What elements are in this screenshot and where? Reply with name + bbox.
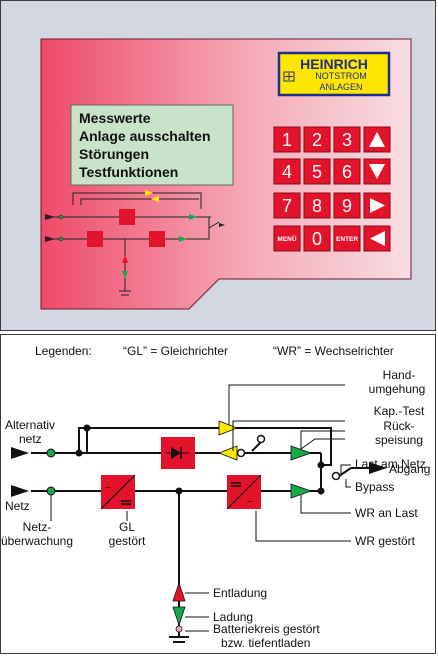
logo-line1: NOTSTROM — [315, 71, 367, 81]
abgang-arrow — [369, 462, 387, 474]
display-line-4: Testfunktionen — [79, 164, 178, 180]
switch-contact — [236, 448, 246, 458]
legend-gl: “GL” = Gleichrichter — [123, 344, 228, 358]
svg-text:4: 4 — [282, 162, 292, 182]
svg-text:3: 3 — [342, 130, 352, 150]
svg-text:ENTER: ENTER — [336, 236, 358, 243]
key-6[interactable]: 6 — [333, 158, 361, 185]
battery-sensor-dot — [175, 625, 183, 633]
display-line-3: Störungen — [79, 146, 149, 162]
mini-schematic — [45, 190, 225, 296]
netz-sensor-dot — [46, 486, 56, 496]
node — [317, 487, 325, 495]
legend-prefix: Legenden: — [35, 344, 92, 358]
wiring — [31, 427, 371, 637]
label-wr-gestoert: WR gestört — [355, 534, 416, 548]
label-hand-1: Hand- — [383, 368, 416, 382]
arrow-up-icon — [369, 132, 385, 147]
svg-text:0: 0 — [312, 229, 322, 249]
key-9[interactable]: 9 — [333, 192, 361, 219]
key-1[interactable]: 1 — [273, 126, 301, 153]
key-arrow-left[interactable] — [363, 225, 391, 252]
key-menu[interactable]: MENÜ — [273, 225, 301, 252]
gl-ac-symbol: ~ — [105, 483, 111, 494]
legend-wr: “WR” = Wechselrichter — [273, 344, 394, 358]
key-3[interactable]: 3 — [333, 126, 361, 153]
heinrich-logo: HEINRICH NOTSTROM ANLAGEN — [277, 51, 391, 97]
switch-contact — [256, 434, 266, 444]
key-arrow-right[interactable] — [363, 192, 391, 219]
label-batt-2: bzw. tiefentladen — [221, 636, 310, 650]
keypad: 1 2 3 4 5 6 7 8 9 MENÜ 0 ENTER — [273, 126, 391, 252]
key-8[interactable]: 8 — [303, 192, 331, 219]
hand-umgehung-arrow — [218, 420, 239, 436]
svg-text:1: 1 — [282, 130, 292, 150]
label-last-am-netz: Last am Netz — [355, 457, 426, 471]
key-enter[interactable]: ENTER — [333, 225, 361, 252]
last-am-netz-arrow — [290, 445, 313, 461]
key-4[interactable]: 4 — [273, 158, 301, 185]
key-0[interactable]: 0 — [303, 225, 331, 252]
logo-brand: HEINRICH — [300, 56, 368, 72]
label-gl-2: gestört — [109, 534, 146, 548]
label-netz: Netz — [5, 499, 30, 513]
label-ladung: Ladung — [213, 610, 253, 624]
svg-text:5: 5 — [312, 162, 322, 182]
display-line-1: Messwerte — [79, 110, 151, 126]
switch-contact — [331, 471, 341, 481]
label-rueck-1: Rück- — [383, 419, 414, 433]
svg-text:MENÜ: MENÜ — [277, 234, 296, 243]
entladung-arrow — [172, 581, 186, 602]
alternativ-input-arrow — [11, 447, 29, 459]
netz-input-arrow — [11, 485, 29, 497]
label-netzueb-2: überwachung — [1, 534, 73, 548]
control-panel-svg: HEINRICH NOTSTROM ANLAGEN Messwerte Anla… — [40, 38, 412, 310]
wr-ac-symbol: ~ — [247, 497, 253, 508]
label-kap: Kap.-Test — [374, 404, 425, 418]
key-arrow-down[interactable] — [363, 158, 391, 185]
svg-text:9: 9 — [342, 196, 352, 216]
node — [83, 424, 91, 432]
key-arrow-up[interactable] — [363, 126, 391, 153]
svg-text:2: 2 — [312, 130, 322, 150]
arrow-left-icon — [370, 231, 385, 246]
key-7[interactable]: 7 — [273, 192, 301, 219]
node — [317, 461, 325, 469]
label-entladung: Entladung — [213, 586, 267, 600]
label-rueck-2: speisung — [375, 433, 423, 447]
node — [75, 449, 83, 457]
lcd-display: Messwerte Anlage ausschalten Störungen T… — [70, 104, 234, 186]
ladung-arrow — [172, 606, 186, 627]
logo-line2: ANLAGEN — [319, 82, 362, 92]
label-abgang: Abgang — [389, 462, 430, 476]
node — [175, 487, 183, 495]
display-line-2: Anlage ausschalten — [79, 128, 211, 144]
arrow-down-icon — [369, 164, 385, 179]
wr-an-last-arrow — [290, 483, 313, 499]
label-alt-2: netz — [19, 432, 42, 446]
label-gl-1: GL — [119, 520, 135, 534]
control-panel-illustration: HEINRICH NOTSTROM ANLAGEN Messwerte Anla… — [0, 0, 436, 331]
schematic-section: Legenden: “GL” = Gleichrichter “WR” = We… — [0, 334, 436, 654]
label-batt-1: Batteriekreis gestört — [213, 622, 320, 636]
label-alt-1: Alternativ — [5, 418, 55, 432]
rueckspeisung-arrow — [217, 445, 238, 461]
label-bypass: Bypass — [355, 480, 394, 494]
svg-text:8: 8 — [312, 196, 322, 216]
arrow-right-icon — [370, 198, 385, 213]
alternativ-sensor-dot — [46, 448, 56, 458]
key-2[interactable]: 2 — [303, 126, 331, 153]
label-wr-an-last: WR an Last — [355, 506, 418, 520]
label-netzueb-1: Netz- — [23, 520, 52, 534]
svg-text:6: 6 — [342, 162, 352, 182]
svg-text:7: 7 — [282, 196, 292, 216]
label-hand-2: umgehung — [369, 382, 426, 396]
key-5[interactable]: 5 — [303, 158, 331, 185]
ups-schematic: Legenden: “GL” = Gleichrichter “WR” = We… — [1, 344, 430, 650]
leader-lines — [50, 384, 351, 632]
